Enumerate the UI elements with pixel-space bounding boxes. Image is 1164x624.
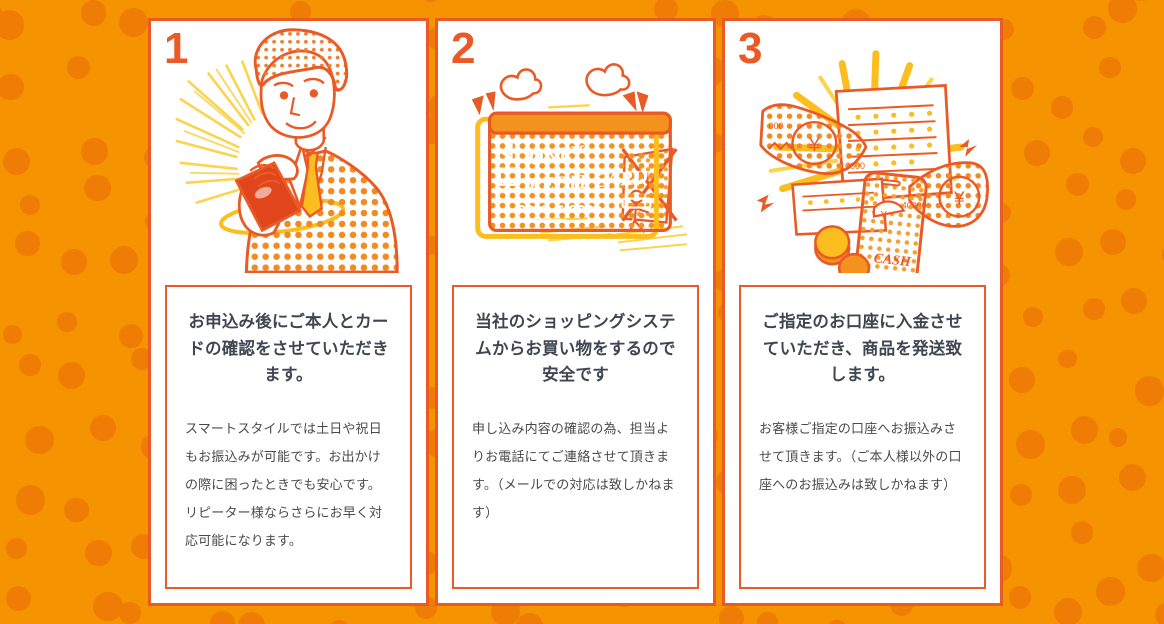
- svg-text:¥: ¥: [808, 134, 821, 156]
- svg-text:¥: ¥: [880, 209, 888, 221]
- step-2-text-box: 当社のショッピングシステムからお買い物をするので安全です 申し込み内容の確認の為…: [452, 285, 699, 589]
- background-dot: [15, 484, 46, 515]
- background-dot: [0, 4, 4, 26]
- credit-card-shopping-illustration: BANK: [471, 63, 688, 252]
- step-1-text-box: お申込み後にご本人とカードの確認をさせていただきます。 スマートスタイルでは土日…: [165, 285, 412, 589]
- background-dot: [20, 195, 41, 216]
- background-dot: [1128, 0, 1153, 1]
- step-3-body: お客様ご指定の口座へお振込みさせて頂きます。（ご本人様以外の口座へのお振込みは致…: [759, 421, 962, 493]
- background-dot: [1009, 586, 1032, 609]
- background-dot: [64, 498, 89, 523]
- background-dot: [0, 10, 25, 40]
- background-dot: [1099, 228, 1126, 255]
- background-dot: [1023, 139, 1050, 166]
- step-3-heading: ご指定のお口座に入金させていただき、商品を発送致します。: [762, 313, 963, 385]
- step-2-heading: 当社のショッピングシステムからお買い物をするので安全です: [475, 313, 676, 385]
- man-looking-at-smartphone-illustration: [175, 28, 399, 273]
- svg-text:¥: ¥: [953, 188, 965, 209]
- background-dot: [2, 148, 30, 176]
- background-dot: [1010, 77, 1035, 101]
- background-dot: [757, 612, 778, 624]
- background-dot: [15, 231, 40, 256]
- step-2-body: 申し込み内容の確認の為、担当よりお電話にてご連絡させて頂きます。（メールでの対応…: [472, 421, 675, 520]
- background-dot: [1022, 307, 1043, 328]
- step-2-illustration-area: 2 BANK: [438, 21, 713, 273]
- step-card-1: 1: [148, 18, 429, 606]
- background-dot: [329, 619, 350, 624]
- background-dot: [90, 414, 117, 441]
- background-dot: [1134, 376, 1164, 406]
- background-dot: [826, 620, 847, 624]
- background-dot: [83, 174, 111, 202]
- background-dot: [1070, 521, 1094, 544]
- background-dot: [1118, 464, 1146, 492]
- background-dot: [1116, 189, 1137, 210]
- background-dot: [1082, 298, 1105, 321]
- background-dot: [419, 0, 441, 2]
- steps-container: 1: [148, 18, 1003, 606]
- background-dot: [119, 602, 141, 624]
- background-dot: [719, 606, 745, 624]
- background-dot: [1058, 350, 1077, 369]
- background-dot: [2, 325, 22, 345]
- background-dot: [109, 246, 138, 275]
- background-dot: [1119, 147, 1146, 174]
- background-dot: [1015, 429, 1046, 460]
- background-dot: [1137, 553, 1164, 583]
- background-dot: [67, 55, 91, 79]
- background-dot: [25, 425, 54, 455]
- step-3-text-box: ご指定のお口座に入金させていただき、商品を発送致します。 お客様ご指定の口座へお…: [739, 285, 986, 589]
- background-dot: [1053, 598, 1083, 624]
- background-dot: [1096, 577, 1125, 606]
- background-dot: [19, 354, 42, 377]
- svg-text:000: 000: [769, 121, 784, 131]
- background-dot: [1108, 0, 1137, 23]
- step-number-2: 2: [451, 24, 476, 73]
- background-dot: [1008, 366, 1035, 393]
- svg-text:10000: 10000: [840, 161, 865, 171]
- background-dot: [93, 591, 123, 622]
- step-number-1: 1: [164, 24, 189, 73]
- background-dot: [1108, 428, 1128, 447]
- background-dot: [1154, 601, 1164, 624]
- step-number-3: 3: [738, 24, 763, 73]
- background-dot: [57, 312, 77, 332]
- step-card-3: 3: [722, 18, 1003, 606]
- background-dot: [1054, 238, 1083, 267]
- cash-yen-banknotes-illustration: ¥ 000 10000 ¥ 40000: [756, 50, 989, 273]
- background-dot: [1099, 56, 1121, 79]
- background-dot: [210, 611, 236, 624]
- background-dot: [1050, 95, 1074, 119]
- background-dot: [1065, 172, 1090, 197]
- step-card-2: 2 BANK: [435, 18, 716, 606]
- background-dot: [57, 361, 85, 389]
- background-dot: [515, 613, 544, 624]
- background-dot: [1121, 288, 1148, 315]
- step-1-illustration-area: 1: [151, 21, 426, 273]
- background-dot: [0, 73, 24, 101]
- background-dot: [80, 137, 109, 165]
- step-3-illustration-area: 3: [725, 21, 1000, 273]
- background-dot: [1083, 15, 1107, 40]
- background-dot: [1010, 484, 1032, 506]
- background-dot: [85, 539, 112, 567]
- background-dot: [6, 538, 28, 560]
- background-dot: [80, 0, 107, 26]
- background-dot: [1057, 476, 1086, 505]
- background-dot: [1082, 126, 1104, 148]
- background-dot: [61, 249, 87, 276]
- background-dot: [238, 611, 266, 624]
- background-dot: [118, 7, 148, 38]
- background-dot: [1070, 416, 1099, 445]
- step-1-body: スマートスタイルでは土日や祝日もお振込みが可能です。お出かけの際に困ったときでも…: [185, 421, 383, 548]
- step-1-heading: お申込み後にご本人とカードの確認をさせていただきます。: [188, 313, 389, 385]
- background-dot: [5, 585, 32, 611]
- background-dot: [119, 324, 143, 348]
